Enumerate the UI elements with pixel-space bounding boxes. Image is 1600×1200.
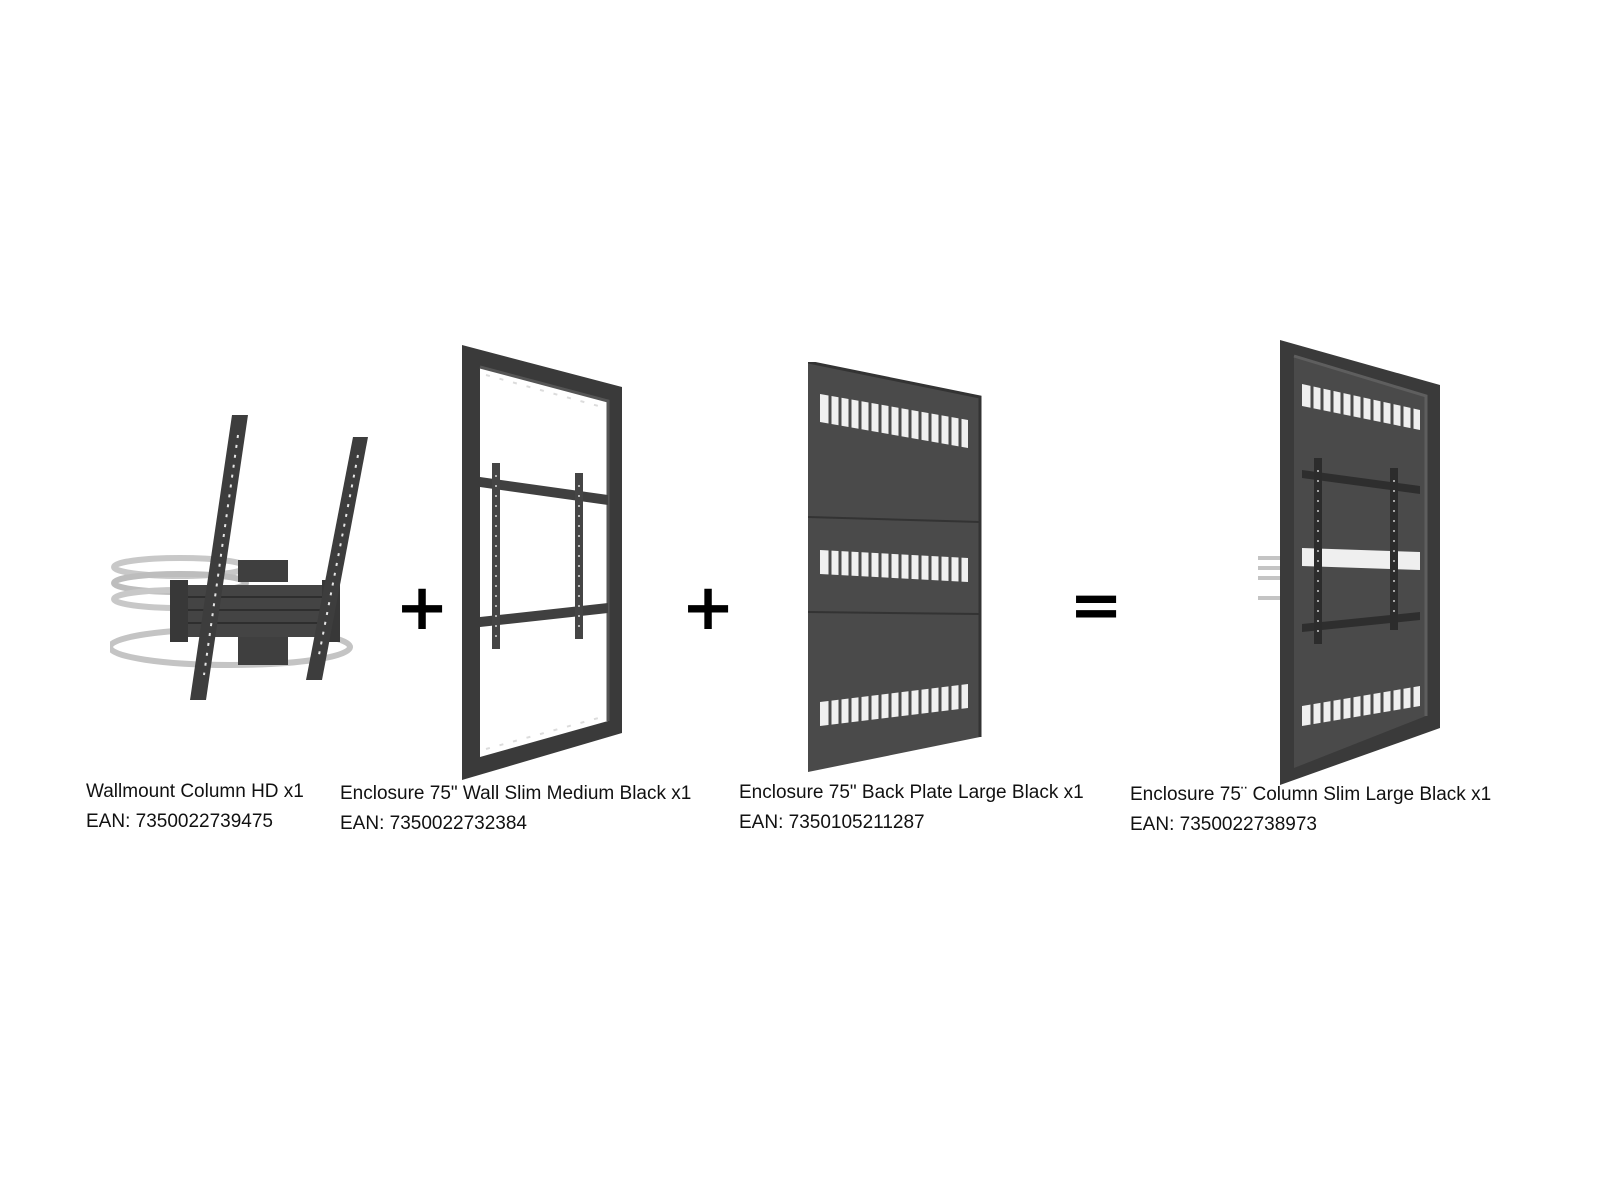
- product-name: Enclosure 75¨ Column Slim Large Black x1: [1130, 784, 1492, 805]
- product-ean: EAN: 7350022738973: [1130, 814, 1317, 835]
- product-name: Enclosure 75" Wall Slim Medium Black x1: [340, 783, 692, 804]
- wallmount-column-bracket-icon: [110, 415, 368, 700]
- back-plate-icon: [808, 362, 982, 772]
- plus-operator: +: [395, 571, 449, 645]
- product-ean: EAN: 7350022739475: [86, 811, 273, 832]
- equals-operator: =: [1069, 569, 1123, 643]
- product-caption: Wallmount Column HD x1 EAN: 735002273947…: [86, 777, 304, 837]
- product-name: Wallmount Column HD x1: [86, 781, 304, 802]
- product-name: Enclosure 75" Back Plate Large Black x1: [739, 782, 1084, 803]
- product-caption: Enclosure 75" Wall Slim Medium Black x1 …: [340, 779, 691, 839]
- plus-operator: +: [681, 571, 735, 645]
- product-caption: Enclosure 75" Back Plate Large Black x1 …: [739, 778, 1084, 838]
- product-caption: Enclosure 75¨ Column Slim Large Black x1…: [1130, 780, 1491, 840]
- column-enclosure-assembled-icon: [1258, 340, 1440, 785]
- product-ean: EAN: 7350105211287: [739, 812, 925, 833]
- product-ean: EAN: 7350022732384: [340, 813, 527, 834]
- enclosure-frame-icon: [462, 345, 622, 780]
